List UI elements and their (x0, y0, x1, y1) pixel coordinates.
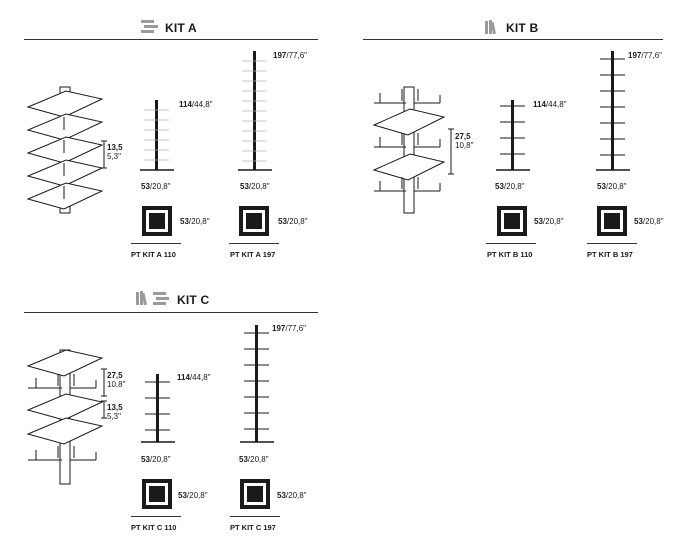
kit-a-110-height: 114/44,8" (179, 100, 213, 109)
kit-a-110-code: PT KIT A 110 (131, 250, 176, 259)
books-and-shelves-icon (136, 291, 169, 306)
horizontal-shelves-icon (141, 20, 158, 33)
kit-c-110-height: 114/44,8" (177, 373, 211, 382)
kit-a-perspective-drawing (26, 86, 104, 214)
kit-c-197-plan-square (240, 479, 270, 509)
kit-b-110-height: 114/44,8" (533, 100, 567, 109)
kit-c-197-square-size: 53/20,8" (277, 491, 307, 500)
kit-c-197-code: PT KIT C 197 (230, 523, 276, 532)
kit-c-110-elevation (141, 374, 175, 443)
kit-c-title: KIT C (177, 293, 210, 307)
kit-b-197-plan-square (597, 206, 627, 236)
kit-a-197-base: 53/20,8" (240, 182, 270, 191)
kit-c-110-base: 53/20,8" (141, 455, 171, 464)
kit-b-197-code: PT KIT B 197 (587, 250, 633, 259)
kit-a-title: KIT A (165, 21, 197, 35)
kit-b-197-base: 53/20,8" (597, 182, 627, 191)
kit-c-spacing-dimension-small (101, 400, 107, 419)
kit-a-197-plan-square (239, 206, 269, 236)
kit-c-197-elevation (240, 325, 274, 443)
kit-a-197-elevation (238, 51, 272, 171)
kit-c-divider (24, 312, 318, 313)
kit-a-divider (24, 39, 318, 40)
kit-c-perspective-drawing (26, 349, 104, 485)
kit-b-title: KIT B (506, 21, 539, 35)
kit-c-110-square-size: 53/20,8" (178, 491, 208, 500)
kit-b-divider (363, 39, 663, 40)
kit-c-197-height: 197/77,6" (272, 324, 306, 333)
kit-b-110-square-size: 53/20,8" (534, 217, 564, 226)
kit-a-spacing-dimension (101, 140, 107, 169)
kit-b-197-elevation (596, 51, 630, 171)
kit-a-110-plan-square (142, 206, 172, 236)
kit-a-110-base: 53/20,8" (141, 182, 171, 191)
kit-b-perspective-drawing (372, 86, 446, 214)
kit-a-197-square-size: 53/20,8" (278, 217, 308, 226)
kit-c-110-plan-square (142, 479, 172, 509)
kit-b-197-height: 197/77,6" (628, 51, 662, 60)
kit-a-197-height: 197/77,6" (273, 51, 307, 60)
kit-c-197-base: 53/20,8" (239, 455, 269, 464)
kit-c-110-code: PT KIT C 110 (131, 523, 177, 532)
kit-b-110-code: PT KIT B 110 (487, 250, 533, 259)
kit-b-197-square-size: 53/20,8" (634, 217, 664, 226)
kit-c-spacing-dimension-large (101, 368, 107, 397)
kit-b-110-plan-square (497, 206, 527, 236)
kit-a-110-elevation (140, 100, 174, 171)
vertical-books-icon (485, 20, 496, 35)
kit-b-110-elevation (496, 100, 530, 171)
kit-a-197-code: PT KIT A 197 (230, 250, 276, 259)
kit-b-110-base: 53/20,8" (495, 182, 525, 191)
kit-b-spacing-dimension (448, 128, 454, 175)
kit-a-110-square-size: 53/20,8" (180, 217, 210, 226)
